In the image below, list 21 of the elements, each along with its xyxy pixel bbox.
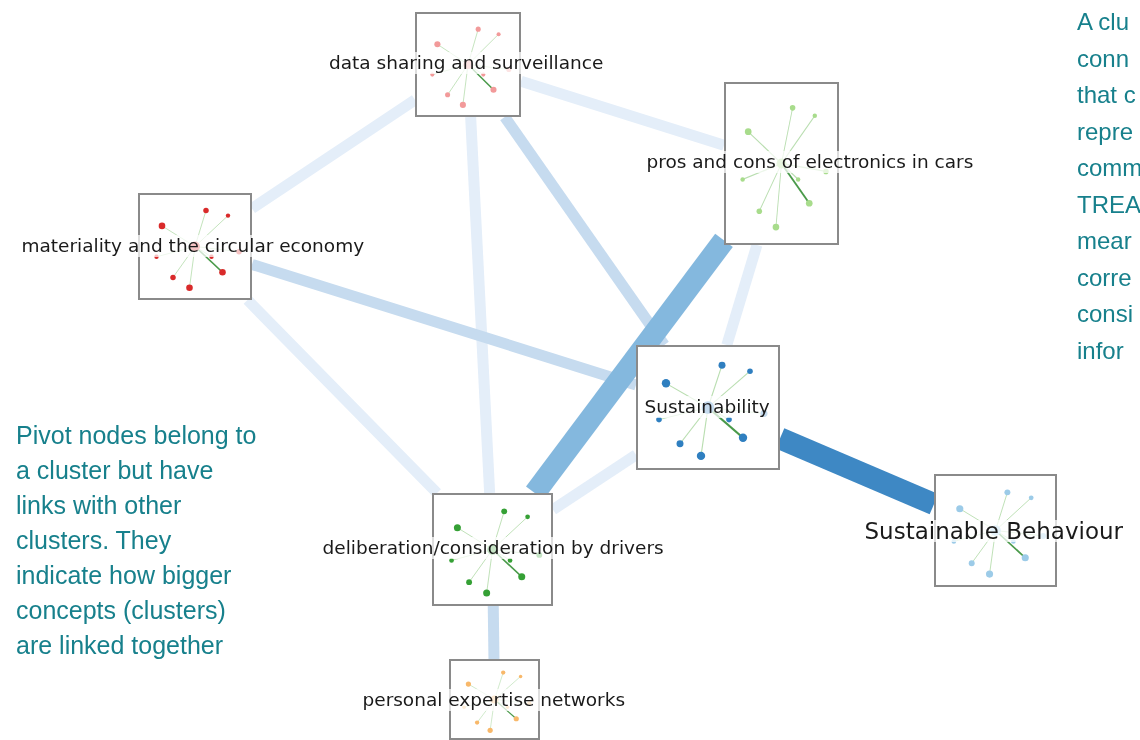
cluster-label: personal expertise networks: [362, 689, 626, 711]
link-line: [243, 296, 441, 497]
cluster-label: Sustainable Behaviour: [864, 520, 1123, 542]
annotation-text: infor: [1077, 335, 1124, 366]
cluster-label: Sustainability: [644, 396, 770, 418]
annotation-text: comm: [1077, 153, 1140, 183]
annotation-text: corre: [1077, 262, 1132, 293]
annotation-text: consi: [1077, 299, 1134, 329]
annotation-text: conn: [1077, 43, 1130, 74]
annotation-text: that c: [1077, 80, 1136, 110]
cluster-label: materiality and the circular economy: [21, 235, 365, 257]
link-line: [721, 243, 763, 347]
cluster-label: deliberation/consideration by drivers: [322, 537, 664, 559]
annotation-text: A clu: [1077, 7, 1130, 37]
link-line: [487, 605, 500, 660]
annotation-text: Pivot nodes belong to a cluster but have links with other clusters. They indicate how bigger concepts (clusters) are linked together: [16, 420, 258, 661]
annotation-text: repre: [1077, 116, 1134, 147]
link-line: [465, 116, 496, 494]
cluster-label: data sharing and surveillance: [329, 52, 604, 74]
cluster-label: pros and cons of electronics in cars: [646, 151, 974, 173]
annotation-text: mear: [1077, 226, 1132, 256]
